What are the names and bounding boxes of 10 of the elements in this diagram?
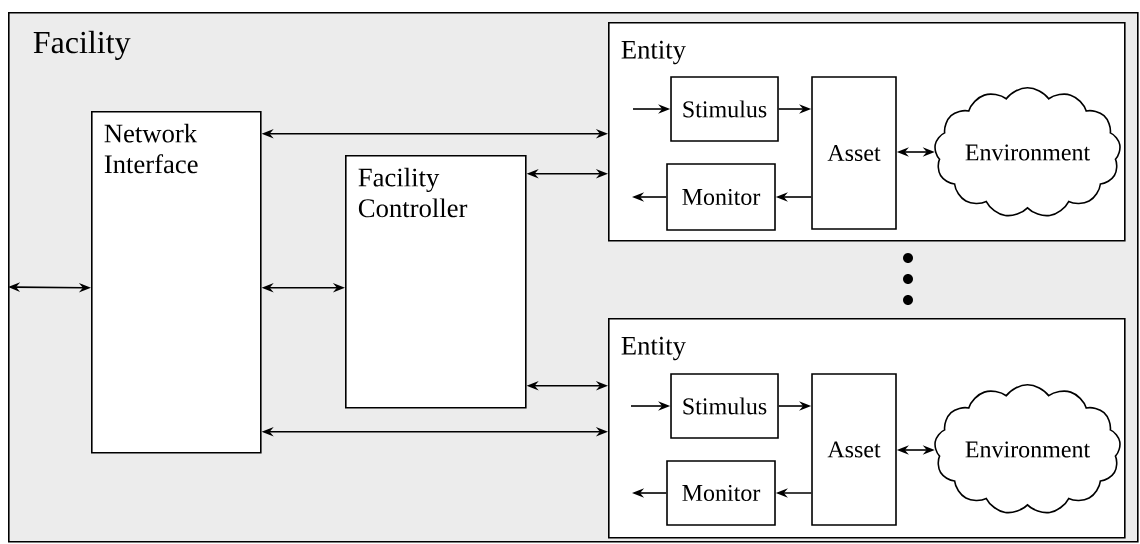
process-box: Monitor (666, 163, 776, 231)
process-box: Stimulus (670, 373, 779, 439)
process-box: Monitor (666, 460, 776, 526)
process-box: Network Interface (91, 111, 262, 454)
process-box: Asset (811, 76, 897, 230)
process-box: Facility Controller (345, 155, 527, 409)
process-box: Asset (811, 373, 897, 526)
process-box: Stimulus (670, 76, 779, 142)
environment-cloud: Environment (934, 86, 1121, 217)
environment-cloud: Environment (934, 383, 1121, 514)
